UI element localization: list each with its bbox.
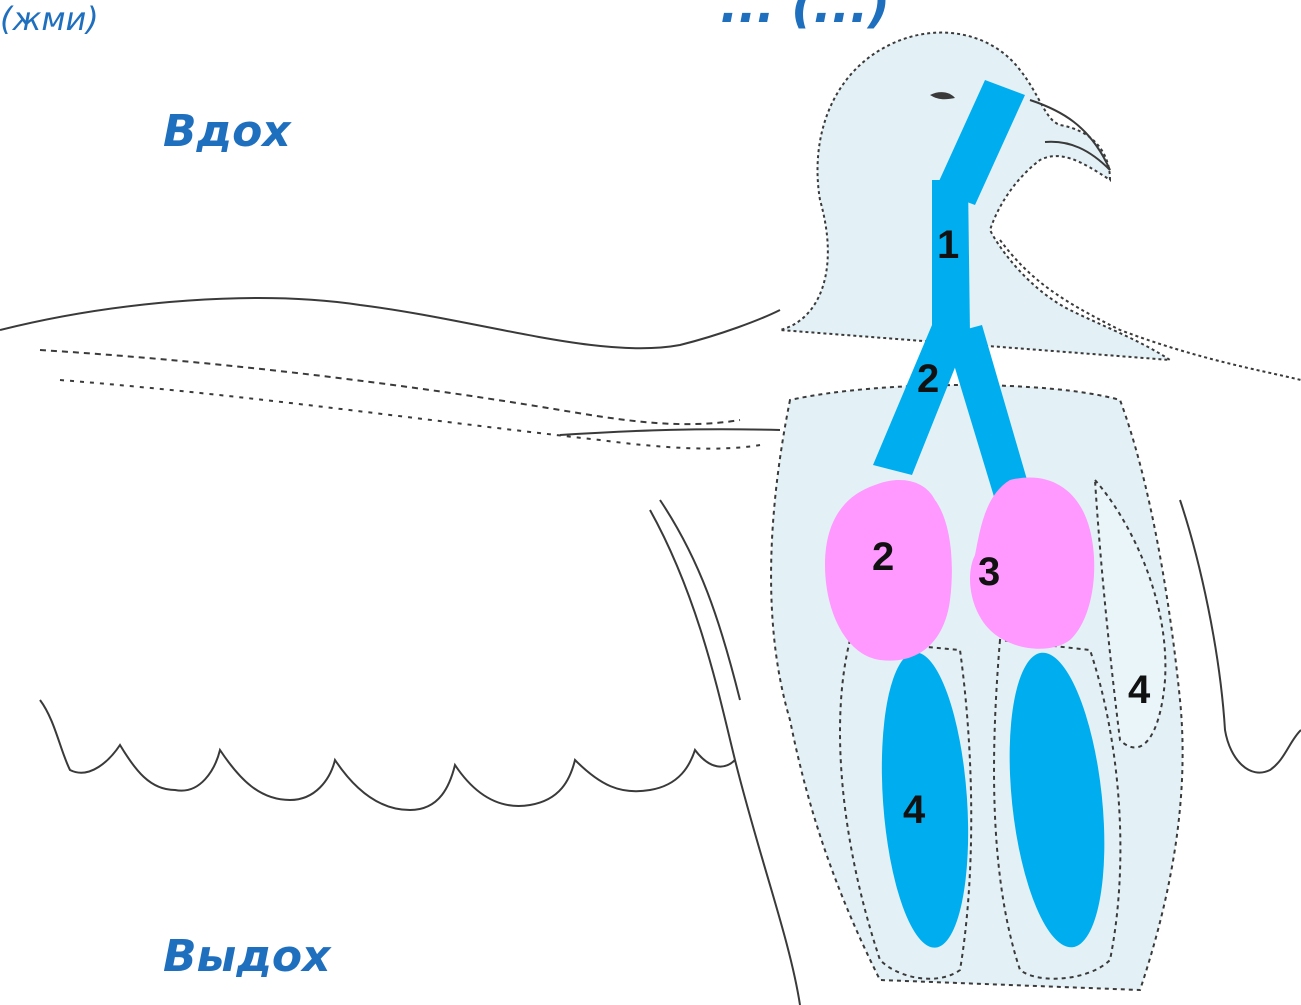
wing-feather-line-2: [60, 380, 760, 449]
label-lung-right: 3: [978, 550, 1000, 594]
label-trachea: 1: [937, 223, 959, 267]
body-side-right: [1180, 500, 1301, 773]
label-air-sac-left: 4: [903, 788, 926, 832]
wing-feather-line-1: [40, 350, 740, 424]
label-bronchus: 2: [917, 357, 939, 401]
wing-upper-edge: [0, 298, 780, 348]
wing: [0, 298, 780, 810]
label-lung-left: 2: [872, 535, 894, 579]
exhale-button[interactable]: Выдох: [163, 935, 330, 979]
inhale-button[interactable]: Вдох: [163, 110, 291, 154]
wing-lower-body: [660, 500, 740, 700]
wing-feathers-bottom: [40, 700, 735, 810]
wing-inner-edge: [560, 429, 780, 435]
label-air-sac-right: 4: [1128, 668, 1151, 712]
